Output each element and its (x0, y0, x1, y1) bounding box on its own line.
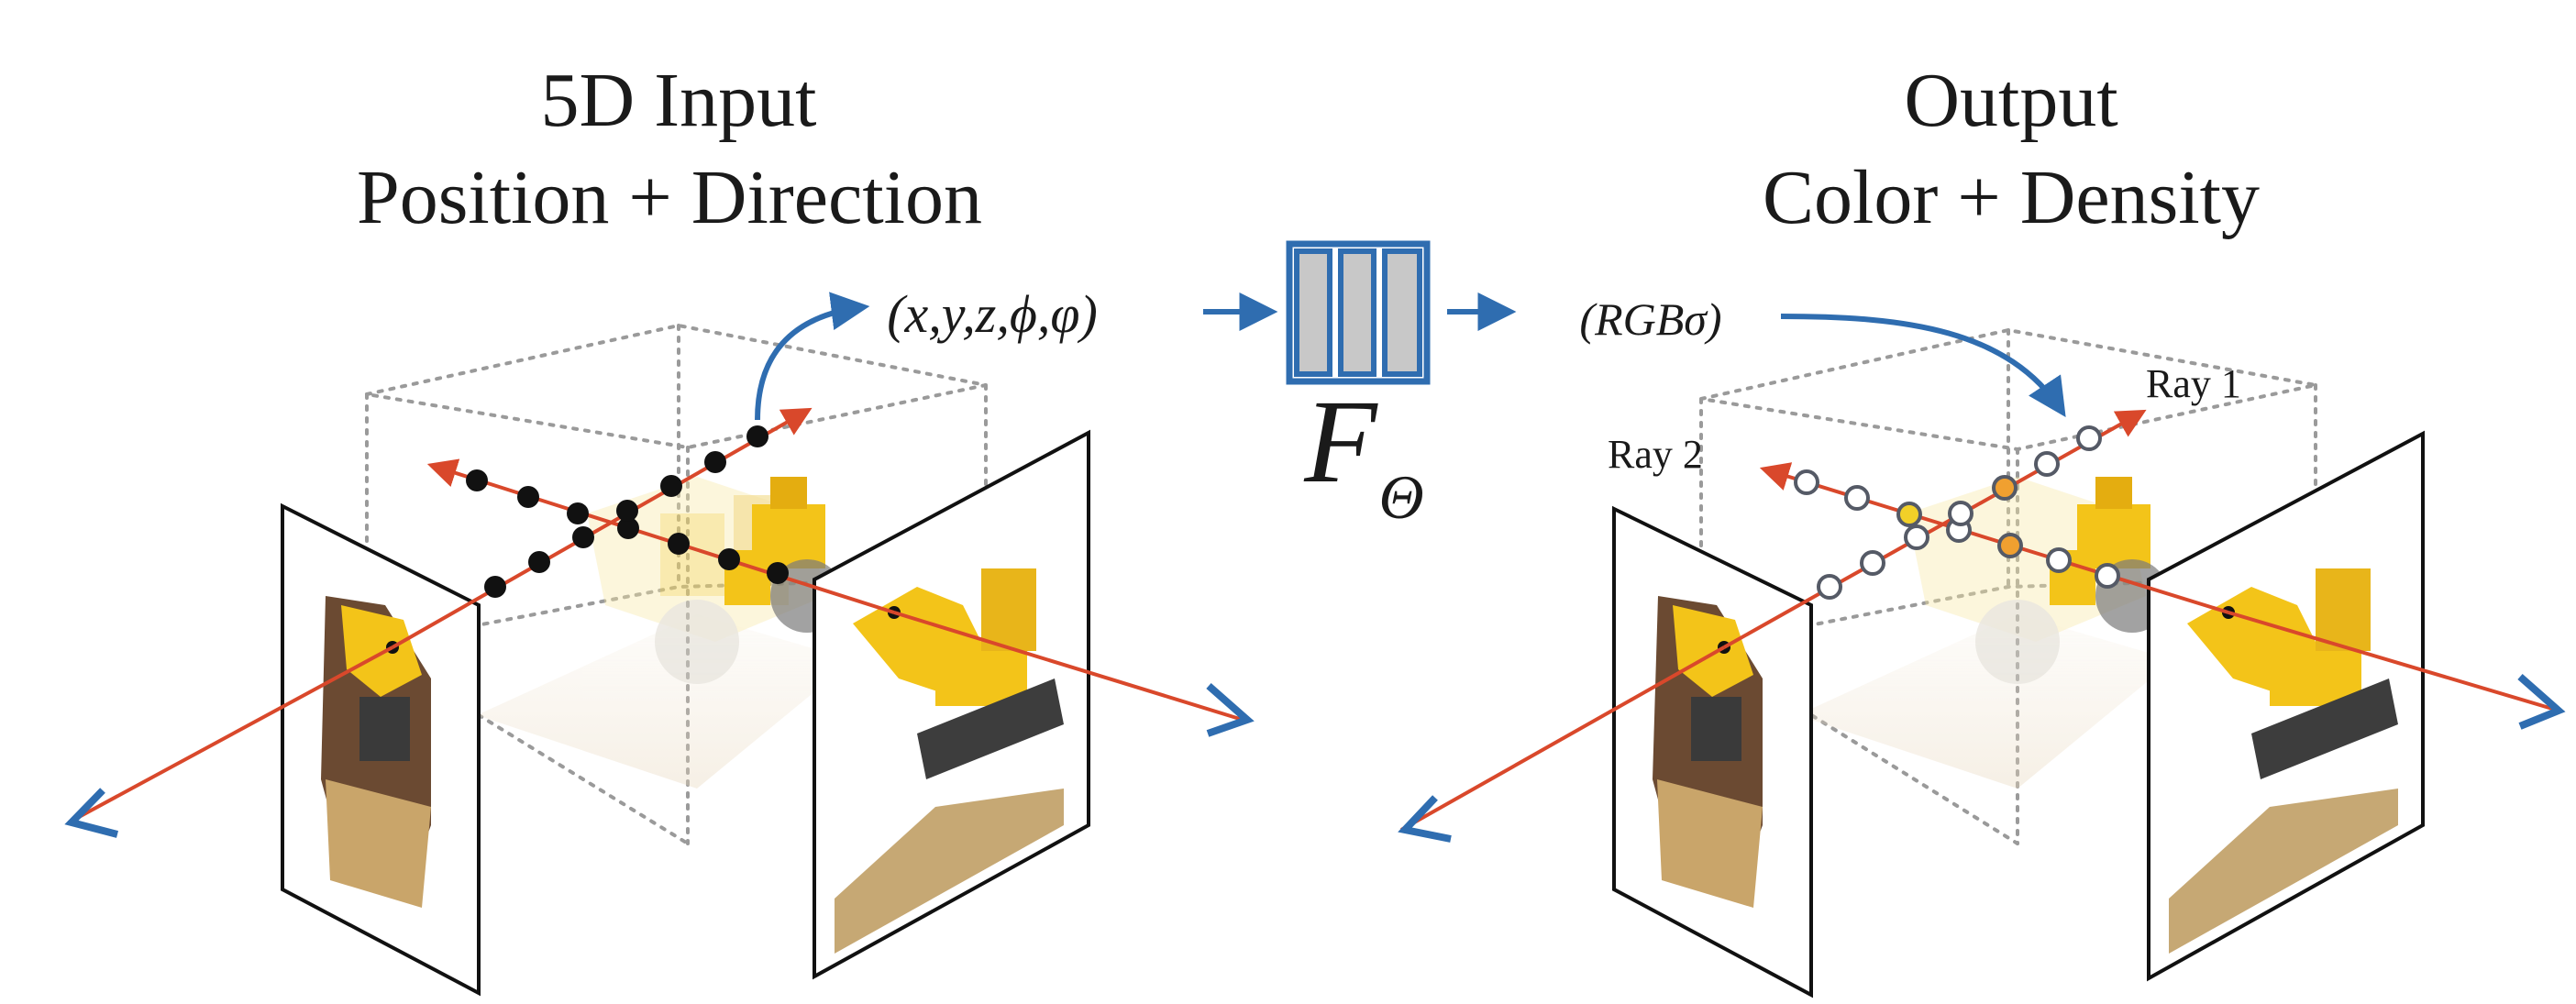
network-label-subscript: Θ (1378, 462, 1423, 532)
left-rays (68, 407, 1244, 824)
left-title-line2: Position + Direction (357, 155, 982, 240)
input-tuple: (x,y,z,ϕ,φ) (887, 284, 1098, 344)
left-toy-back (724, 477, 844, 633)
right-ray-2-outward (2228, 611, 2559, 712)
right-sample-points (1794, 425, 2120, 600)
right-rays (1400, 409, 2559, 832)
right-title-line1: Output (1904, 58, 2117, 143)
network-block (1286, 240, 1431, 385)
left-ray-b-outward (893, 611, 1244, 722)
right-image-plane-2 (2147, 430, 2425, 982)
right-image-plane-1 (1612, 505, 1813, 998)
left-ray-a-outward (68, 645, 393, 824)
ray-1-label: Ray 1 (2146, 361, 2241, 406)
output-tuple: (RGBσ) (1579, 293, 1721, 345)
network-layer-3 (1382, 248, 1422, 377)
left-camera-1-icon (64, 788, 119, 838)
left-scene (64, 292, 1255, 997)
input-curve-arrow (755, 292, 870, 421)
left-camera-2-icon (1206, 682, 1255, 737)
right-scene: Ray 1 Ray 2 (1398, 314, 2566, 998)
right-camera-1-icon (1398, 795, 1452, 843)
network-layer-1 (1294, 248, 1332, 377)
right-ray-1-outward (1400, 645, 1725, 832)
right-title-line2: Color + Density (1763, 155, 2260, 240)
right-ray-1-inward (1723, 409, 2147, 649)
left-image-plane-1 (281, 502, 481, 997)
network-layer-2 (1338, 248, 1376, 377)
ray-2-label: Ray 2 (1608, 432, 1703, 477)
right-camera-2-icon (2517, 673, 2566, 730)
right-ray-2-inward (1759, 462, 2229, 614)
network-label: F (1303, 376, 1378, 508)
left-ray-a-inward (392, 407, 813, 649)
output-curve-arrow (1780, 314, 2066, 418)
left-title-line1: 5D Input (541, 58, 817, 143)
left-sample-points (466, 425, 789, 598)
left-image-plane-2 (813, 429, 1090, 980)
left-ray-b-inward (426, 458, 895, 614)
